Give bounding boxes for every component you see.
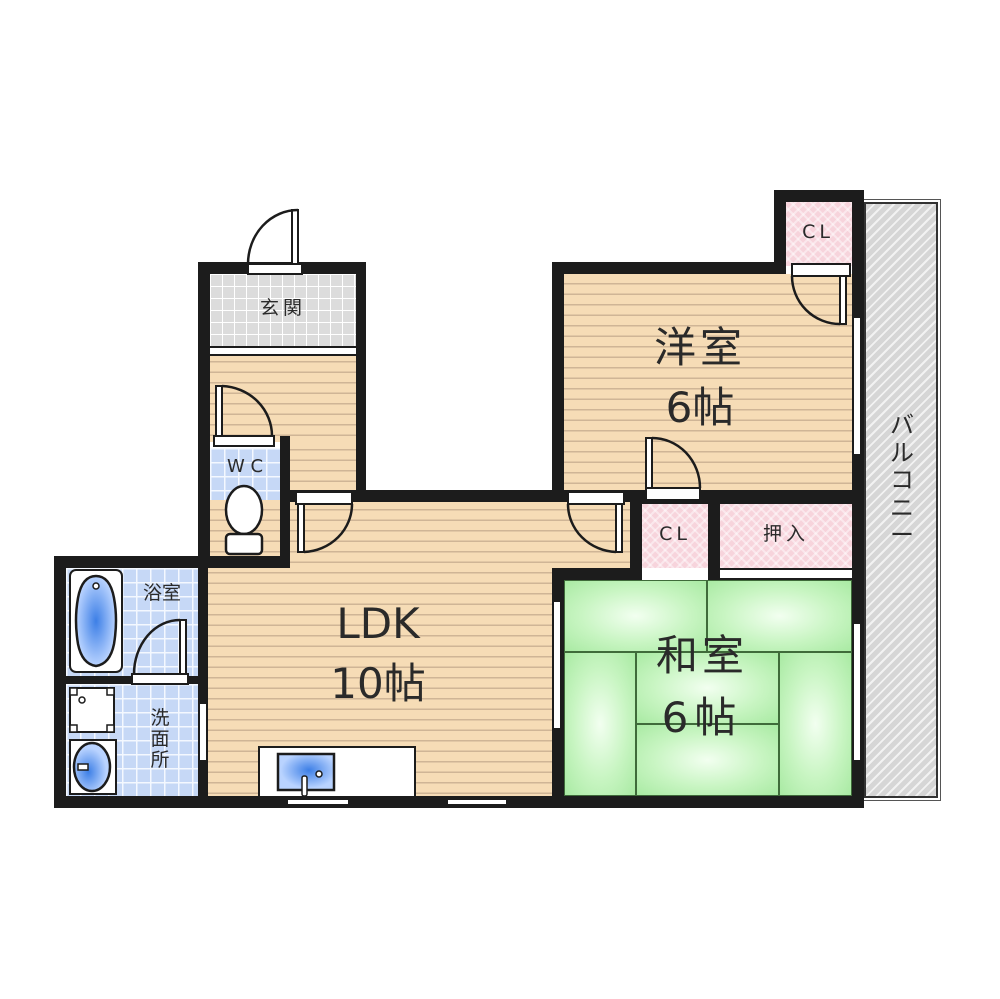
wall	[552, 568, 642, 580]
closet-mid-floor	[642, 504, 708, 568]
kitchen-counter-icon	[258, 746, 416, 798]
oshiire-sliding-door[interactable]	[720, 568, 852, 580]
bathtub-icon	[69, 569, 123, 673]
wall	[280, 436, 290, 566]
window-japanese-balcony[interactable]	[852, 622, 862, 762]
oshiire-label: 押入	[762, 523, 809, 545]
bath-label: 浴室	[142, 582, 181, 604]
washroom-label: 洗 面 所	[150, 707, 170, 771]
hallway-floor	[210, 352, 356, 442]
wall	[708, 490, 720, 580]
toilet-icon	[224, 484, 264, 556]
wall	[210, 346, 356, 356]
tatami-mat	[564, 652, 636, 796]
closet-top-floor	[784, 202, 852, 266]
window-washroom[interactable]	[198, 702, 208, 762]
bath-door-icon[interactable]	[130, 618, 192, 686]
wall	[552, 262, 786, 274]
ldk-label: LDK	[336, 599, 420, 648]
balcony-floor	[862, 200, 940, 800]
western-ldk-door-icon[interactable]	[566, 490, 628, 556]
window-ldk-bottom-2[interactable]	[446, 798, 508, 806]
wall	[552, 262, 564, 502]
western-room-floor	[562, 274, 852, 490]
hall-ldk-door-icon[interactable]	[294, 490, 356, 556]
wall	[54, 556, 66, 808]
western-room-label: 洋室	[653, 323, 746, 372]
ldk-size: 10帖	[330, 659, 426, 708]
window-western-balcony[interactable]	[852, 316, 862, 456]
wall	[774, 190, 786, 274]
window-ldk-bottom-1[interactable]	[286, 798, 350, 806]
wall	[54, 556, 290, 568]
wall	[774, 190, 864, 202]
genkan-floor	[210, 274, 356, 346]
tatami-mat	[707, 580, 852, 652]
japanese-room-floor	[564, 580, 852, 796]
window-ldk-japanese[interactable]	[552, 600, 562, 730]
genkan-label: 玄関	[259, 297, 306, 319]
closet-top-door-icon[interactable]	[790, 262, 852, 328]
washing-machine-icon	[69, 687, 115, 733]
tatami-mat	[636, 724, 779, 796]
wall	[198, 262, 210, 568]
wash-basin-icon	[69, 739, 117, 795]
western-room-size: 6帖	[665, 383, 735, 432]
wall	[198, 556, 208, 808]
entrance-door-icon[interactable]	[246, 206, 306, 276]
japanese-room-label: 和室	[655, 631, 748, 680]
oshiire-floor	[720, 504, 852, 568]
tatami-mat	[636, 652, 779, 724]
tatami-mat	[564, 580, 707, 652]
wall	[356, 262, 366, 500]
western-room-door-icon[interactable]	[644, 436, 702, 502]
wall	[630, 490, 642, 580]
wc-label: W C	[226, 456, 264, 477]
balcony-label: バ ル コ ニ ー	[890, 411, 914, 550]
tatami-mat	[779, 652, 852, 796]
closet-mid-label: CL	[659, 523, 691, 545]
wc-door-icon[interactable]	[212, 384, 276, 448]
closet-top-label: CL	[802, 221, 834, 243]
japanese-room-size: 6帖	[661, 693, 743, 742]
